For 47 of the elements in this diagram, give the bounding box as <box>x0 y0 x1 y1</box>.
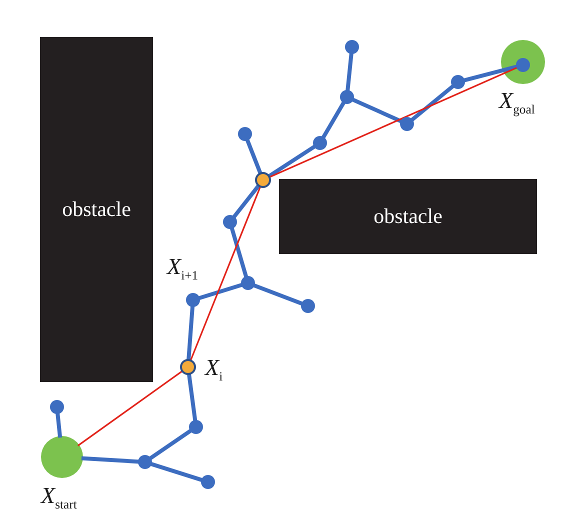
tree-node <box>340 90 354 104</box>
tree-edge <box>346 52 354 92</box>
tree-edge <box>148 428 193 461</box>
tree-edge <box>462 64 518 83</box>
tree-node <box>241 276 255 290</box>
tree-edge <box>186 305 195 361</box>
tree-node <box>400 117 414 131</box>
tree-edge <box>150 462 204 482</box>
point-label: X$_{i+1}$ <box>167 254 198 284</box>
tree-node <box>50 400 64 414</box>
tree-edge <box>186 373 198 422</box>
tree-edge <box>56 412 62 438</box>
path-line <box>77 370 184 446</box>
tree-node <box>301 299 315 313</box>
tree-edge <box>252 283 304 306</box>
obstacle-label: obstacle <box>62 199 131 220</box>
tree-edge <box>321 100 346 140</box>
tree-node <box>138 455 152 469</box>
obstacle-label: obstacle <box>374 206 442 227</box>
tree-edge <box>245 138 262 175</box>
path-node <box>180 359 196 375</box>
tree-node <box>345 40 359 54</box>
tree-edge <box>230 226 248 278</box>
path-line <box>268 66 518 178</box>
tree-node <box>189 420 203 434</box>
tree-node <box>201 475 215 489</box>
tree-edge <box>267 144 316 178</box>
tree-node <box>516 58 530 72</box>
start-label: X$_{start}$ <box>41 483 77 514</box>
obstacle-block <box>40 37 153 382</box>
tree-node <box>186 293 200 307</box>
tree-edge <box>232 184 261 219</box>
tree-node <box>223 215 237 229</box>
tree-edge <box>410 84 456 122</box>
path-node <box>255 172 271 188</box>
tree-node <box>238 127 252 141</box>
goal-label: X$_{goal}$ <box>499 88 535 118</box>
start-region <box>41 436 83 478</box>
obstacle-block <box>279 179 537 254</box>
point-label: X$_{i}$ <box>205 355 223 386</box>
goal-region <box>501 40 545 84</box>
path-line <box>190 186 262 362</box>
tree-node <box>313 136 327 150</box>
tree-node <box>451 75 465 89</box>
tree-edge <box>351 97 403 124</box>
tree-edge <box>198 282 244 300</box>
tree-edge <box>81 456 140 464</box>
